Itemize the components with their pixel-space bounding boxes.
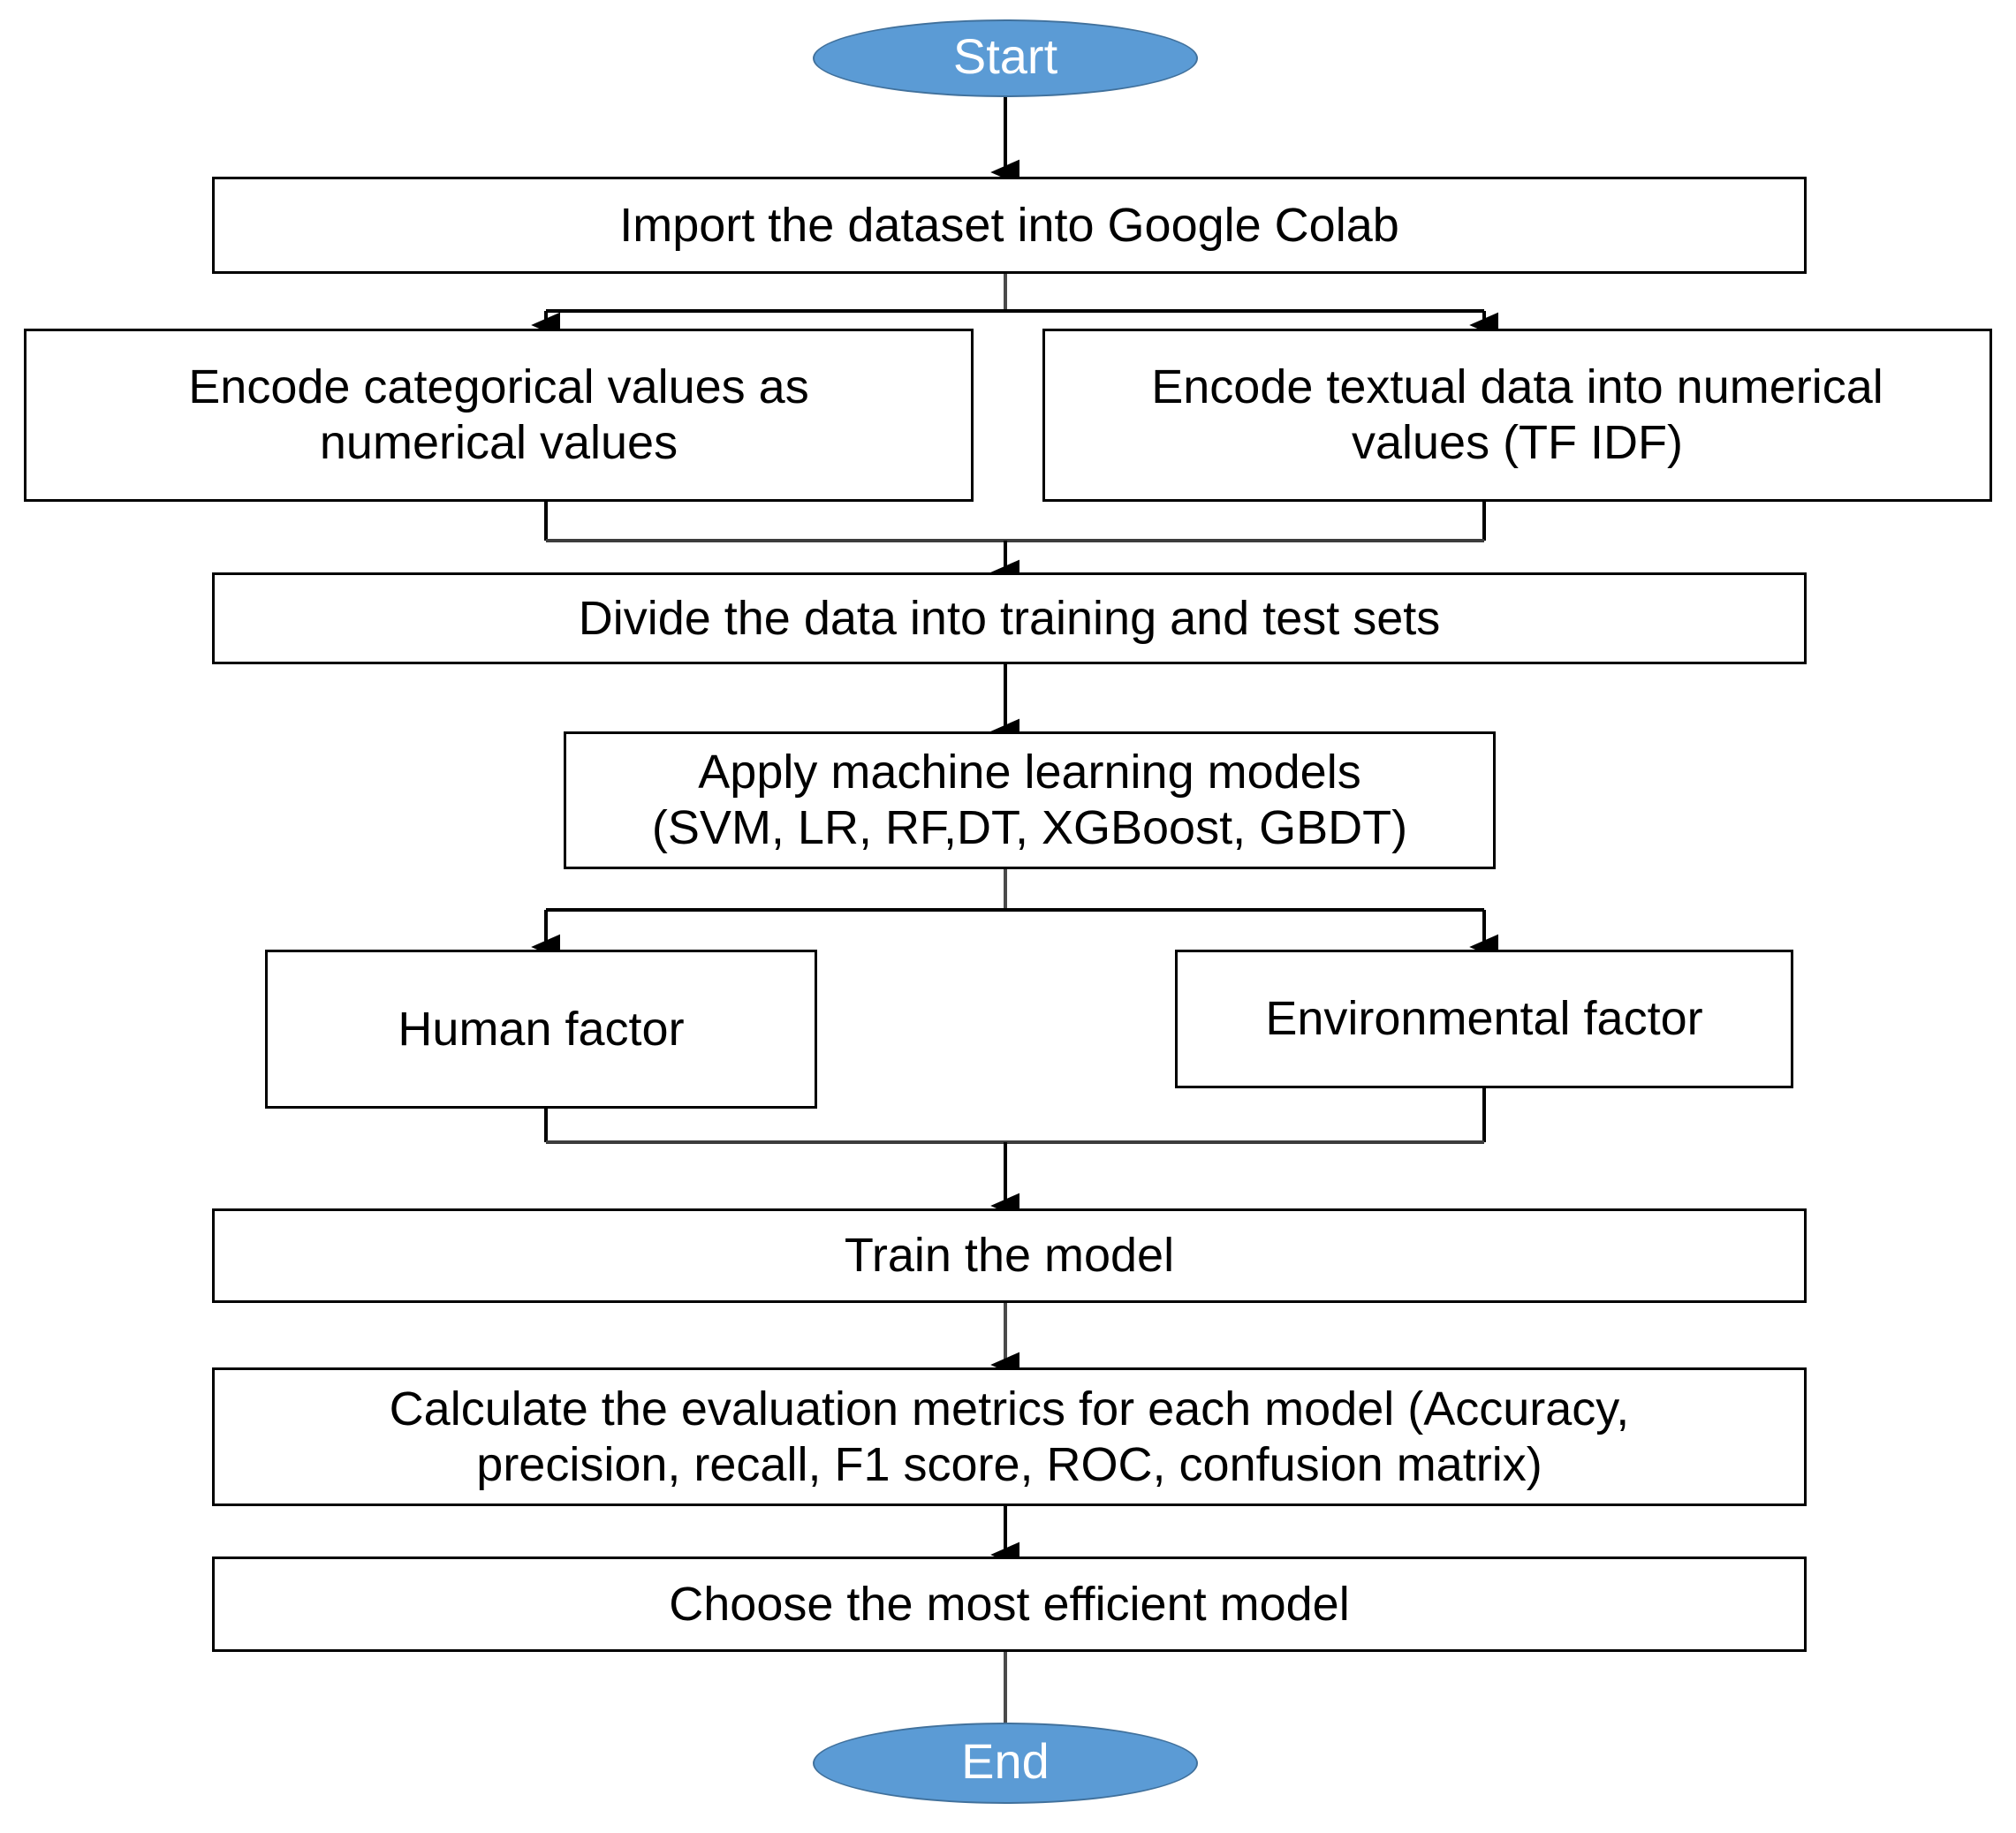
node-train-model: Train the model — [212, 1208, 1807, 1303]
node-choose-model: Choose the most efficient model — [212, 1557, 1807, 1652]
node-environmental-factor: Environmental factor — [1175, 950, 1793, 1088]
edge-apply-split — [531, 869, 1499, 960]
edge-import-split — [531, 273, 1499, 338]
node-choose-model-label: Choose the most efficient model — [669, 1577, 1350, 1631]
node-import-dataset-label: Import the dataset into Google Colab — [619, 198, 1399, 252]
node-human-factor-label: Human factor — [398, 1002, 685, 1056]
node-environmental-factor-label: Environmental factor — [1265, 992, 1703, 1046]
node-evaluate-metrics: Calculate the evaluation metrics for eac… — [212, 1367, 1807, 1506]
node-divide-data-label: Divide the data into training and test s… — [578, 591, 1441, 645]
node-end: End — [813, 1723, 1198, 1804]
node-import-dataset: Import the dataset into Google Colab — [212, 177, 1807, 274]
node-human-factor: Human factor — [265, 950, 817, 1109]
node-divide-data: Divide the data into training and test s… — [212, 572, 1807, 664]
node-encode-textual: Encode textual data into numerical value… — [1042, 329, 1992, 502]
node-end-label: End — [961, 1732, 1050, 1789]
node-encode-categorical: Encode categorical values as numerical v… — [24, 329, 974, 502]
node-start-label: Start — [952, 27, 1058, 84]
node-apply-models-label: Apply machine learning models (SVM, LR, … — [651, 746, 1408, 854]
node-encode-textual-label: Encode textual data into numerical value… — [1151, 360, 1883, 469]
node-start: Start — [813, 19, 1198, 97]
edge-encode-merge — [544, 502, 1486, 586]
node-encode-categorical-label: Encode categorical values as numerical v… — [188, 360, 809, 469]
node-train-model-label: Train the model — [844, 1229, 1175, 1283]
node-apply-models: Apply machine learning models (SVM, LR, … — [564, 731, 1496, 869]
node-evaluate-metrics-label: Calculate the evaluation metrics for eac… — [389, 1382, 1630, 1491]
